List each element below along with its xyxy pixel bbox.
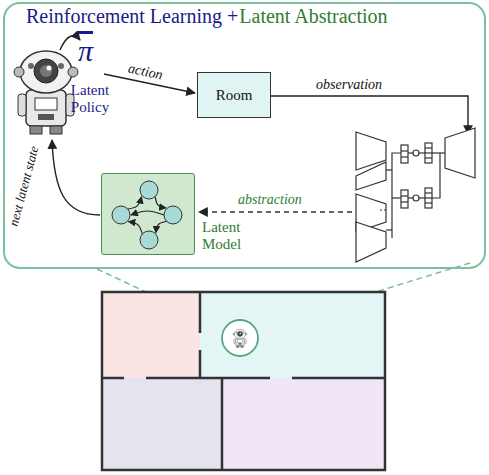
observation-label: observation bbox=[316, 77, 382, 92]
environment-box: Room bbox=[197, 72, 271, 118]
state-graph bbox=[101, 173, 195, 255]
abstraction-label: abstraction bbox=[238, 192, 302, 207]
title-part: Latent Abstraction bbox=[239, 5, 387, 27]
policy-label: Latent Policy bbox=[62, 82, 118, 115]
latent-model-box: Latent Model bbox=[101, 173, 195, 255]
title-part: Reinforcement Learning + bbox=[26, 5, 238, 27]
policy-symbol: π bbox=[78, 34, 93, 67]
model-label: Latent Model bbox=[202, 219, 252, 252]
box-label: Room bbox=[198, 87, 270, 104]
